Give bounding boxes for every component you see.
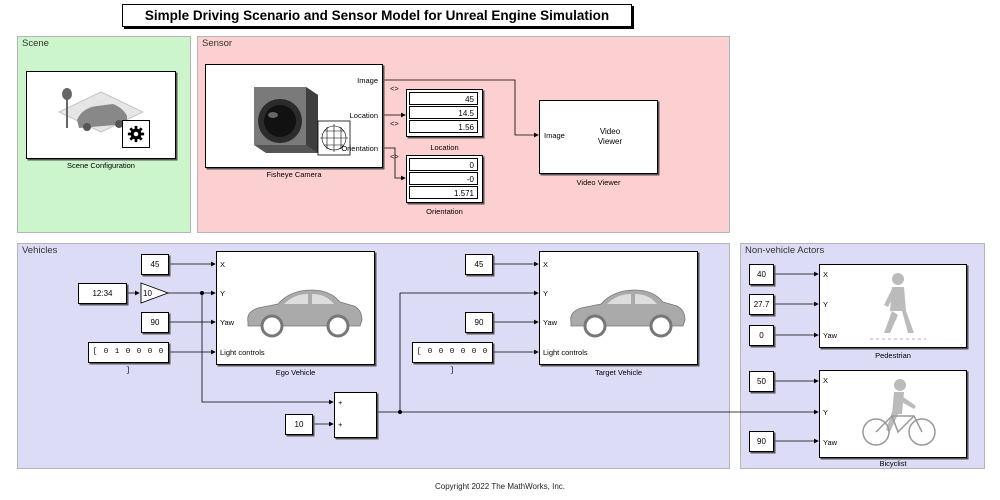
scene-configuration-block[interactable]: [26, 71, 176, 159]
bicyclist-x-constant[interactable]: 50: [749, 371, 774, 392]
ego-port-x: X: [220, 260, 226, 269]
fisheye-camera-caption: Fisheye Camera: [266, 170, 322, 179]
pedestrian-icon: [870, 273, 926, 340]
target-light-controls-constant[interactable]: [ 0 0 0 0 0 0 ]: [412, 342, 493, 375]
fisheye-camera-block[interactable]: Image Location Orientation: [205, 64, 383, 168]
camera-port-image: Image: [357, 76, 378, 85]
video-viewer-label: Video Viewer: [597, 127, 623, 146]
scene-illustration: [58, 88, 144, 133]
orientation-value: 0: [409, 158, 478, 171]
scene-configuration-caption: Scene Configuration: [67, 161, 135, 170]
sum-block[interactable]: + +: [334, 392, 377, 438]
location-value: 1.56: [409, 120, 478, 133]
bicyclist-port-x: X: [823, 376, 829, 385]
orientation-value: 1.571: [409, 186, 478, 199]
pedestrian-y-constant[interactable]: 27.7: [749, 294, 774, 315]
orientation-display[interactable]: 0 -0 1.571: [406, 155, 483, 203]
bicyclist-port-yaw: Yaw: [823, 438, 838, 447]
pedestrian-block[interactable]: X Y Yaw: [819, 264, 967, 348]
video-viewer-block[interactable]: Image Video Viewer: [539, 100, 658, 174]
pedestrian-port-x: X: [823, 270, 829, 279]
car-icon: [570, 289, 686, 338]
pedestrian-caption: Pedestrian: [875, 351, 911, 360]
bicyclist-caption: Bicyclist: [879, 459, 907, 468]
ego-light-controls-constant[interactable]: [ 0 1 0 0 0 0 ]: [88, 342, 169, 375]
bus-marker-image: <>: [390, 84, 399, 93]
target-vehicle-block[interactable]: X Y Yaw Light controls: [539, 251, 698, 365]
sum-constant[interactable]: 10: [285, 414, 313, 435]
sum-sign-1: +: [338, 398, 343, 407]
pedestrian-port-y: Y: [823, 300, 829, 309]
vehicles-area-label: Vehicles: [22, 245, 58, 256]
copyright-notice: Copyright 2022 The MathWorks, Inc.: [435, 482, 565, 491]
bicyclist-port-y: Y: [823, 408, 829, 417]
target-yaw-constant[interactable]: 90: [465, 312, 493, 333]
ego-vehicle-block[interactable]: X Y Yaw Light controls: [216, 251, 375, 365]
location-value: 45: [409, 92, 478, 105]
orientation-caption: Orientation: [426, 207, 463, 216]
orientation-value: -0: [409, 172, 478, 185]
bus-marker-orientation: <>: [390, 152, 399, 161]
bicycle-icon: [862, 379, 936, 446]
location-caption: Location: [430, 143, 459, 152]
target-port-yaw: Yaw: [543, 318, 558, 327]
viewer-port-image: Image: [544, 131, 565, 140]
gain-block[interactable]: 10: [140, 282, 170, 304]
camera-port-location: Location: [349, 111, 378, 120]
diagram-title: Simple Driving Scenario and Sensor Model…: [122, 4, 632, 27]
ego-port-yaw: Yaw: [220, 318, 235, 327]
gear-icon: [122, 120, 150, 148]
ego-port-light-controls: Light controls: [220, 348, 265, 357]
target-x-constant[interactable]: 45: [465, 254, 493, 275]
car-icon: [247, 289, 363, 338]
pedestrian-port-yaw: Yaw: [823, 331, 838, 340]
ego-yaw-constant[interactable]: 90: [141, 312, 169, 333]
ego-vehicle-caption: Ego Vehicle: [275, 368, 316, 377]
bus-marker-location: <>: [390, 119, 399, 128]
bicyclist-yaw-constant[interactable]: 90: [749, 431, 774, 452]
nonvehicle-area-label: Non-vehicle Actors: [745, 245, 825, 256]
target-port-light-controls: Light controls: [543, 348, 588, 357]
scene-area-label: Scene: [22, 38, 49, 49]
video-viewer-caption: Video Viewer: [576, 178, 621, 187]
pedestrian-yaw-constant[interactable]: 0: [749, 325, 774, 346]
ego-x-constant[interactable]: 45: [141, 254, 169, 275]
camera-port-orientation: Orientation: [341, 144, 378, 153]
ego-port-y: Y: [220, 289, 226, 298]
bicyclist-block[interactable]: X Y Yaw: [819, 370, 967, 458]
target-port-y: Y: [543, 289, 549, 298]
sum-sign-2: +: [338, 420, 343, 429]
clock-block[interactable]: 12:34: [78, 283, 127, 304]
location-display[interactable]: 45 14.5 1.56: [406, 89, 483, 137]
sensor-area-label: Sensor: [202, 38, 233, 49]
target-vehicle-caption: Target Vehicle: [594, 368, 643, 377]
gain-value: 10: [143, 289, 152, 298]
camera-icon: [254, 87, 351, 156]
pedestrian-x-constant[interactable]: 40: [749, 264, 774, 285]
target-port-x: X: [543, 260, 549, 269]
location-value: 14.5: [409, 106, 478, 119]
